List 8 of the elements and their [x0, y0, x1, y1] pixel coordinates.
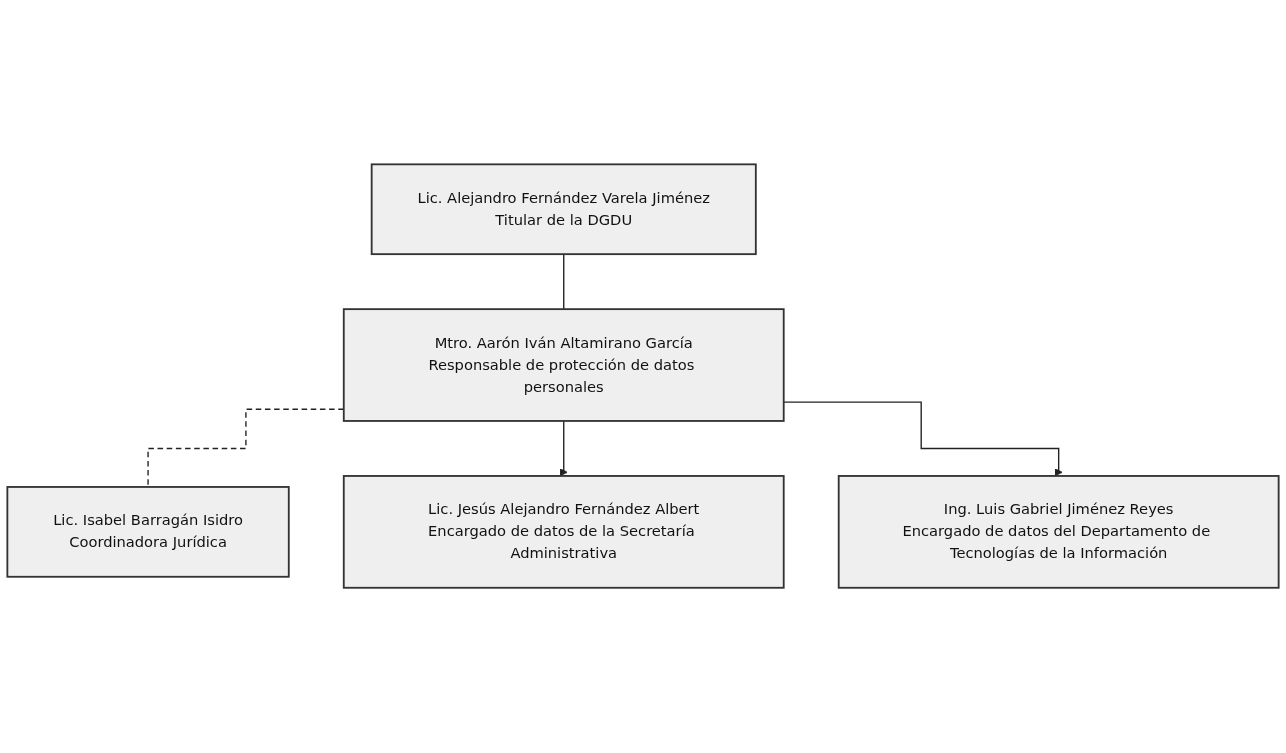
- node-box: Ing. Luis Gabriel Jiménez Reyes Encargado de datos del Departamento de Tecnologías de la Información: [837, 475, 1280, 590]
- node-box: Mtro. Aarón Iván Altamirano García Responsable de protección de datos personales: [342, 308, 785, 423]
- node-box: Lic. Alejandro Fernández Varela Jiménez Titular de la DGDU: [370, 163, 757, 256]
- connector: [563, 253, 565, 311]
- arrow: [783, 401, 1063, 477]
- node-box: Lic. Jesús Alejandro Fernández Albert Encargado de datos de la Secretaría Administrativa: [342, 475, 785, 590]
- arrow: [559, 420, 568, 477]
- node-box: Lic. Isabel Barragán Isidro Coordinadora Jurídica: [6, 486, 290, 579]
